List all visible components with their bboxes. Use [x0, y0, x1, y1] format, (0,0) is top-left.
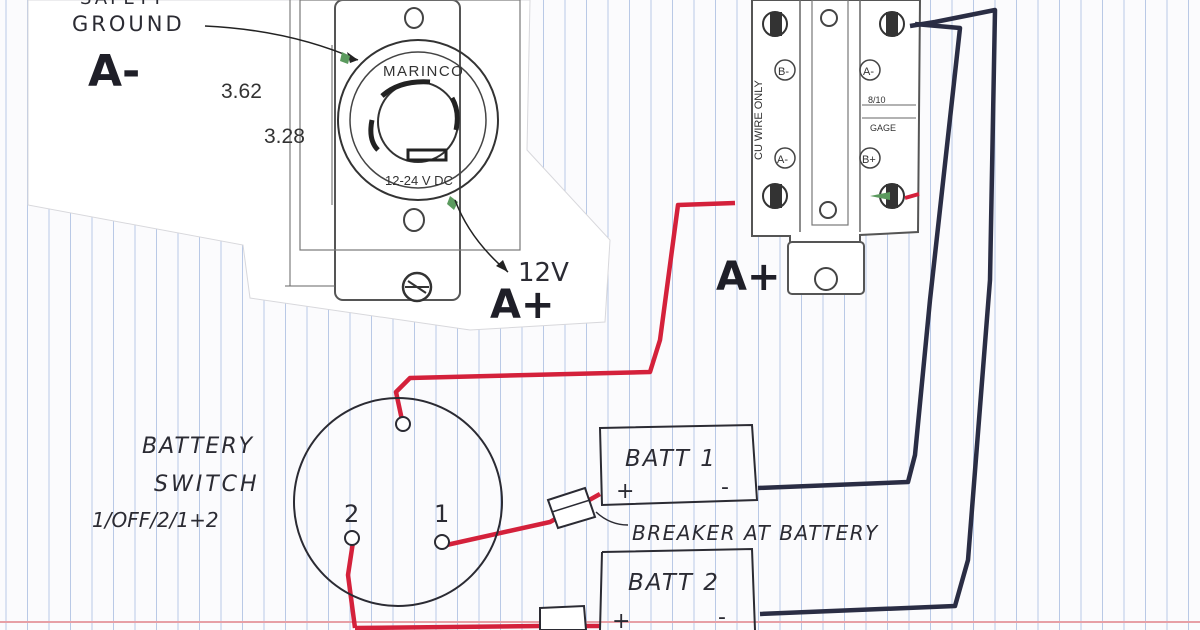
gage-number: 8/10	[868, 95, 886, 105]
left-receptacle-cutout: MARINCO 12-24 V DC 3.62 3.28 SAFETY GROU…	[27, 0, 611, 331]
battery-switch-label-line3: 1/OFF/2/1+2	[92, 508, 219, 532]
cu-wire-only-label: CU WIRE ONLY	[753, 79, 765, 160]
terminal-a-minus-lower: A-	[777, 154, 788, 166]
gage-label: GAGE	[870, 123, 896, 133]
positive-12v-label: 12V	[518, 258, 569, 288]
battery-2-name: BATT 2	[628, 570, 720, 596]
rating-text: 12-24 V DC	[385, 173, 453, 188]
top-screw	[404, 7, 424, 29]
dimension-inner-label: 3.28	[264, 125, 305, 148]
safety-label: SAFETY	[80, 0, 166, 9]
battery-1-name: BATT 1	[625, 446, 717, 472]
ground-label: GROUND	[72, 12, 185, 36]
battery-switch-label-line1: BATTERY	[142, 434, 254, 459]
battery-switch-body	[293, 397, 503, 607]
left-positive-terminal-label: A+	[490, 282, 554, 328]
battery-2: BATT 2 + -	[599, 547, 756, 630]
switch-terminal-1	[434, 534, 450, 550]
right-mount-screw	[814, 267, 838, 291]
breaker-batt1	[546, 486, 597, 530]
breakers: BREAKER AT BATTERY	[539, 486, 879, 630]
battery-1-minus: -	[721, 475, 729, 500]
brand-text: MARINCO	[383, 63, 464, 80]
battery-2-minus: -	[718, 605, 726, 630]
breaker-batt2	[539, 604, 588, 630]
right-positive-terminal-label: A+	[716, 254, 780, 300]
switch-position-2-label: 2	[344, 500, 359, 528]
switch-position-1-label: 1	[434, 500, 449, 528]
receptacle-outer-ring	[337, 39, 499, 201]
positive-wire-switch-to-receptacle	[393, 200, 736, 421]
battery-1-plus: +	[616, 479, 634, 504]
negative-wire-batt2	[759, 7, 998, 617]
terminal-a-minus: A-	[863, 66, 874, 78]
battery-switch: 1 2 BATTERY SWITCH 1/OFF/2/1+2	[92, 397, 503, 607]
negative-wire-batt1	[757, 21, 963, 491]
battery-1: BATT 1 + -	[598, 423, 759, 507]
switch-terminal-2	[344, 530, 360, 546]
battery-2-plus: +	[612, 609, 630, 630]
terminal-b-plus: B+	[862, 154, 876, 166]
ground-terminal-label: A-	[88, 46, 140, 97]
battery-switch-label-line2: SWITCH	[154, 472, 260, 497]
terminal-b-minus: B-	[778, 66, 789, 78]
positive-wire-switch2-to-batt2	[345, 541, 358, 629]
switch-common-terminal	[395, 416, 411, 432]
breaker-note: BREAKER AT BATTERY	[632, 521, 879, 545]
breaker-note-arrow	[595, 511, 629, 526]
dimension-outer-label: 3.62	[221, 80, 262, 103]
right-receptacle: B- A- A- B+ CU WIRE ONLY 8/10 GAGE A+	[716, 0, 922, 300]
